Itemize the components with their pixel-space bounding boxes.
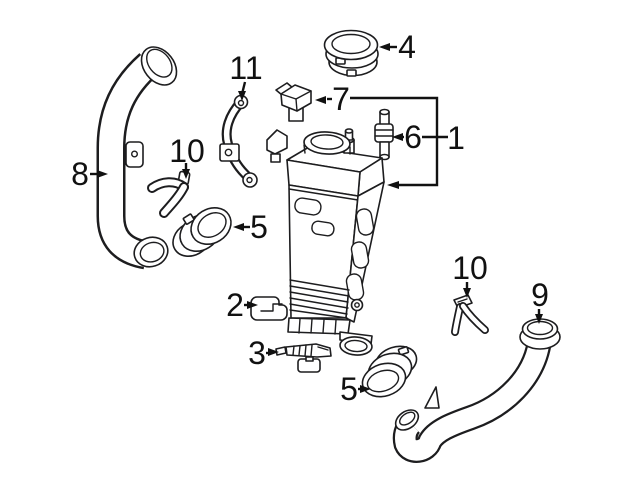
part-7-sensor <box>275 82 312 122</box>
callout-2: 2 <box>226 287 244 323</box>
callout-8: 8 <box>71 156 89 192</box>
callout-10-left: 10 <box>169 133 205 169</box>
part-8-pipe <box>96 46 178 270</box>
part-5-coupler-lower <box>361 345 418 398</box>
callout-5-lower: 5 <box>340 371 358 407</box>
part-11-bracket <box>219 94 258 188</box>
part-1-intercooler <box>266 128 385 356</box>
callout-7: 7 <box>332 81 350 117</box>
callout-1: 1 <box>447 120 465 156</box>
part-2-clip <box>250 296 288 321</box>
part-3-bracket <box>275 343 332 373</box>
part-9-pipe <box>392 318 561 463</box>
callout-5-upper: 5 <box>250 209 268 245</box>
callout-3: 3 <box>248 335 266 371</box>
part-10-clip-left <box>147 170 191 218</box>
callout-11: 11 <box>229 50 263 86</box>
callout-9: 9 <box>531 277 549 313</box>
part-6-valve <box>374 108 394 161</box>
part-5-coupler-upper <box>172 206 232 258</box>
part-10-clip-right <box>451 294 489 336</box>
part-4-coupler <box>323 29 379 77</box>
callout-6: 6 <box>404 119 422 155</box>
callout-4: 4 <box>398 29 416 65</box>
callout-leaders <box>90 43 543 393</box>
callout-10-right: 10 <box>452 250 488 286</box>
